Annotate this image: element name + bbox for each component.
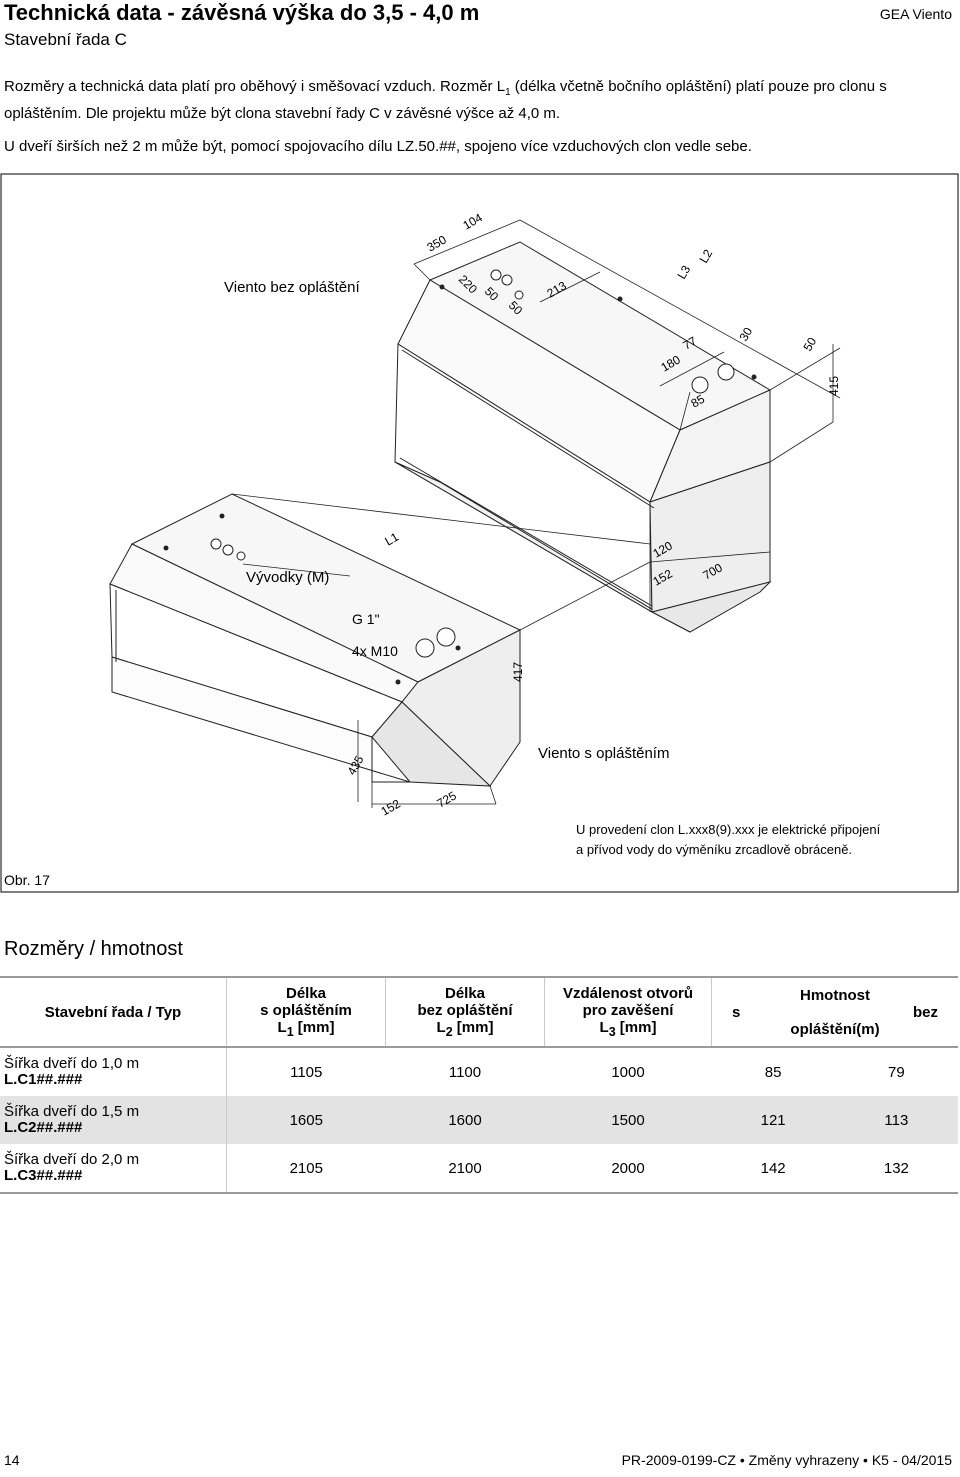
cell-l2: 1600 — [448, 1111, 482, 1129]
bottom-unit-connectors — [163, 513, 461, 685]
cell-l3: 2000 — [611, 1159, 645, 1177]
label-with-casing: Viento s opláštěním — [538, 745, 669, 762]
brand-label: GEA Viento — [879, 6, 952, 22]
cell-l2: 2100 — [448, 1159, 482, 1177]
cell-weight-with: 142 — [760, 1159, 786, 1177]
intro-paragraph-1: Rozměry a technická data platí pro oběho… — [4, 78, 887, 122]
dim-104: 104 — [461, 210, 486, 232]
dim-152b: 152 — [379, 796, 404, 818]
cell-l3: 1500 — [611, 1111, 645, 1129]
dim-415: 415 — [827, 376, 841, 396]
label-without-casing: Viento bez opláštění — [224, 279, 360, 296]
bottom-dimension-lines — [231, 493, 771, 808]
cell-l1: 2105 — [289, 1159, 323, 1177]
cell-l1: 1605 — [289, 1111, 323, 1129]
dim-417: 417 — [511, 662, 525, 682]
cell-weight-without: 132 — [883, 1159, 909, 1177]
page-subtitle: Stavební řada C — [4, 30, 127, 49]
table-header-row: Stavební řada / Typ Délka s opláštěním L… — [0, 977, 958, 1047]
page-title: Technická data - závěsná výška do 3,5 - … — [4, 0, 480, 25]
unit-without-casing — [394, 241, 772, 633]
cell-weight-without: 113 — [884, 1111, 909, 1129]
page-number: 14 — [4, 1452, 20, 1468]
top-dimension-lines — [413, 219, 841, 463]
top-unit-connectors — [439, 269, 757, 394]
dim-50c: 50 — [800, 335, 819, 354]
technical-drawing: 350 104 220 50 50 213 L2 L3 30 50 415 18… — [0, 172, 960, 894]
drawing-svg: 350 104 220 50 50 213 L2 L3 30 50 415 18… — [0, 173, 959, 893]
col-header-length-with: Délka s opláštěním L1 [mm] — [226, 977, 386, 1047]
label-vyvodky: Vývodky (M) — [246, 569, 329, 586]
col-header-type: Stavební řada / Typ — [0, 977, 227, 1047]
dim-725: 725 — [435, 788, 460, 810]
figure-caption: Obr. 17 — [4, 872, 50, 888]
col-header-hole-distance: Vzdálenost otvorů pro zavěšení L3 [mm] — [544, 977, 712, 1047]
cell-weight-with: 85 — [764, 1063, 782, 1081]
cell-l2: 1100 — [448, 1063, 482, 1081]
footer-doc-info: PR-2009-0199-CZ • Změny vyhrazeny • K5 -… — [621, 1452, 952, 1468]
section-title: Rozměry / hmotnost — [4, 938, 183, 960]
intro-paragraph-2: U dveří širších než 2 m může být, pomocí… — [4, 138, 752, 155]
cell-l3: 1000 — [611, 1063, 645, 1081]
dim-77: 77 — [681, 334, 700, 353]
figure-frame — [0, 173, 959, 893]
dimensions-table: Stavební řada / Typ Délka s opláštěním L… — [0, 976, 958, 1194]
cell-weight-with: 121 — [760, 1111, 786, 1129]
col-header-length-without: Délka bez opláštění L2 [mm] — [385, 977, 545, 1047]
note-line-1: U provedení clon L.xxx8(9).xxx je elektr… — [576, 822, 881, 837]
label-4xm10: 4x M10 — [352, 643, 398, 659]
dim-L2: L2 — [696, 247, 715, 266]
intro-text: Rozměry a technická data platí pro oběho… — [4, 76, 954, 157]
dim-L1: L1 — [383, 530, 402, 549]
dim-30: 30 — [736, 325, 755, 344]
label-g1: G 1" — [352, 611, 380, 627]
dim-85: 85 — [689, 392, 708, 411]
unit-with-casing — [109, 493, 522, 787]
note-line-2: a přívod vody do výměníku zrcadlově obrá… — [576, 842, 852, 857]
dim-L3: L3 — [674, 263, 693, 282]
cell-l1: 1105 — [290, 1063, 323, 1081]
cell-weight-without: 79 — [888, 1063, 905, 1081]
